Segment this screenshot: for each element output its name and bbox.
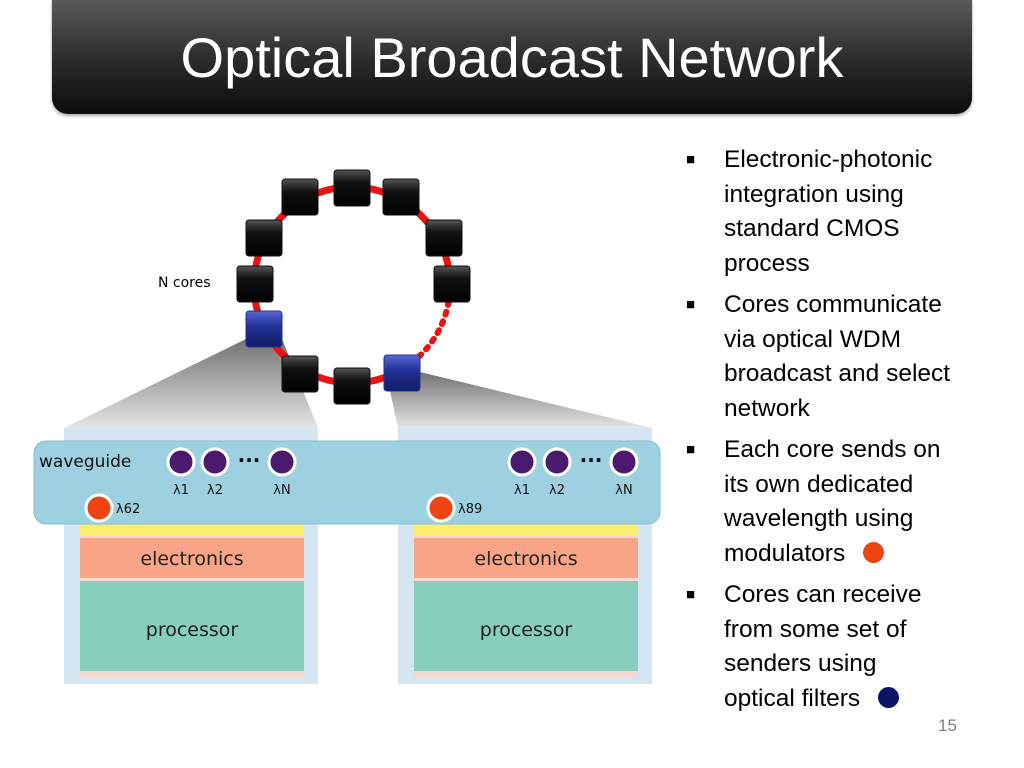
bullet-line: standard CMOS <box>724 215 900 242</box>
core <box>433 265 471 303</box>
left-core-tile: electronics processor <box>64 428 318 684</box>
filter-label: λ2 <box>207 483 223 498</box>
ellipsis: ··· <box>580 448 603 472</box>
selected-core <box>383 354 421 392</box>
bullet-line: process <box>724 249 810 277</box>
filter-ring <box>200 447 230 477</box>
bullet-line: Cores communicate <box>724 291 942 318</box>
bullet-line: its own dedicated <box>724 470 914 498</box>
bullet-item: ■ Cores can receive from some set of sen… <box>686 578 1006 716</box>
yellow-layer <box>414 522 638 536</box>
n-cores-label: N cores <box>158 275 211 291</box>
bullet-marker-icon: ■ <box>686 441 696 458</box>
selected-core <box>245 310 283 348</box>
filter-ring <box>166 447 196 477</box>
bullet-list: ■ Electronic-photonic integration using … <box>686 143 1006 723</box>
bullet-line: optical filters <box>724 684 861 712</box>
electronics-label: electronics <box>140 548 243 570</box>
slide-title: Optical Broadcast Network <box>180 26 844 89</box>
bullet-marker-icon: ■ <box>686 151 696 168</box>
modulator-label: λ62 <box>116 502 140 517</box>
waveguide-label: waveguide <box>39 452 131 472</box>
filter-label: λ1 <box>514 483 530 498</box>
core-ring <box>250 183 454 387</box>
core <box>281 178 319 216</box>
processor-block <box>414 581 638 671</box>
filter-ring <box>267 447 297 477</box>
bullet-line: Electronic-photonic <box>724 146 933 173</box>
filter-ring <box>507 447 537 477</box>
bullet-line: senders using <box>724 650 877 677</box>
filter-dot-icon <box>878 686 900 708</box>
processor-block <box>80 581 304 671</box>
modulator-dot-icon <box>863 541 885 563</box>
bullet-item: ■ Electronic-photonic integration using … <box>686 143 1006 281</box>
core <box>245 219 283 257</box>
page-number: 15 <box>938 716 957 735</box>
bullet-item: ■ Each core sends on its own dedicated w… <box>686 433 1006 571</box>
core <box>236 265 274 303</box>
core <box>333 169 371 207</box>
modulator-ring <box>426 493 456 523</box>
core <box>333 367 371 405</box>
modulator-label: λ89 <box>458 502 482 517</box>
bullet-line: wavelength using <box>724 505 914 532</box>
modulator-ring <box>84 493 114 523</box>
filter-label: λN <box>615 483 632 498</box>
bullet-line: Cores can receive <box>724 581 922 608</box>
electronics-label: electronics <box>474 548 577 570</box>
bullet-line: Each core sends on <box>724 436 941 463</box>
optical-network-diagram: N cores electronics processor electronic… <box>33 169 661 684</box>
bullet-line: modulators <box>724 539 846 567</box>
electronics-block <box>80 538 304 578</box>
right-core-projection <box>386 372 652 428</box>
bullet-line: network <box>724 394 810 422</box>
processor-label: processor <box>480 619 573 641</box>
filter-label: λ1 <box>173 483 189 498</box>
bullet-line: broadcast and select <box>724 360 951 387</box>
ellipsis: ··· <box>238 448 261 472</box>
cores <box>236 169 471 405</box>
filter-label: λ2 <box>549 483 565 498</box>
electronics-block <box>414 538 638 578</box>
bullet-marker-icon: ■ <box>686 296 696 313</box>
yellow-layer <box>80 522 304 536</box>
processor-label: processor <box>146 619 239 641</box>
core <box>382 178 420 216</box>
left-core-projection <box>64 339 318 428</box>
core <box>281 355 319 393</box>
filter-ring <box>609 447 639 477</box>
bullet-line: from some set of <box>724 615 907 643</box>
bullet-item: ■ Cores communicate via optical WDM broa… <box>686 288 1006 426</box>
filter-ring <box>542 447 572 477</box>
bullet-line: via optical WDM <box>724 325 901 353</box>
bullet-line: integration using <box>724 180 904 208</box>
filter-label: λN <box>273 483 290 498</box>
core <box>425 219 463 257</box>
title-bar: Optical Broadcast Network <box>52 0 972 114</box>
bullet-marker-icon: ■ <box>686 586 696 603</box>
